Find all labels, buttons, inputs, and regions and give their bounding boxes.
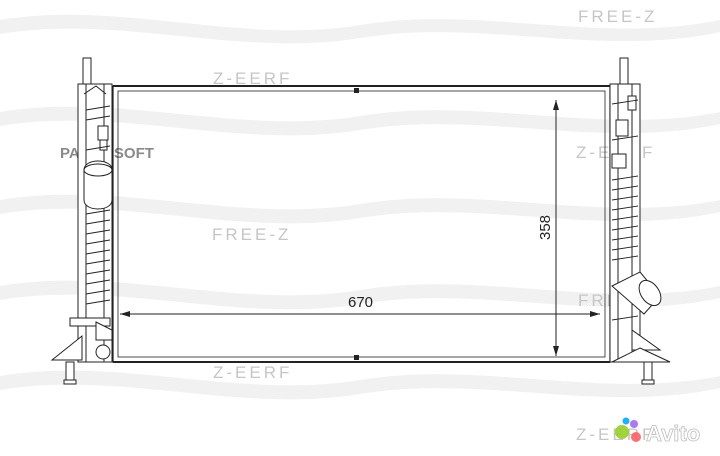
watermark-brand-mirrored-top: Z-EERF	[213, 69, 292, 88]
left-tank	[50, 57, 113, 385]
avito-dot-green	[615, 425, 629, 439]
avito-dot-red	[631, 432, 641, 442]
core-top-marker	[354, 88, 359, 93]
avito-dot-purple	[630, 420, 638, 428]
watermark-brand-center: FREE-Z	[212, 225, 291, 244]
avito-wordmark: Avito	[646, 421, 700, 446]
core-bottom-marker	[354, 355, 359, 360]
width-dimension	[120, 311, 600, 317]
avito-logo	[615, 417, 641, 442]
height-dimension	[553, 100, 559, 356]
avito-dot-blue	[622, 417, 630, 425]
left-tank-ribs	[85, 105, 111, 305]
right-tank-ribs	[611, 99, 639, 321]
watermark-brand-mirrored-bottom: Z-EERF	[213, 363, 292, 382]
wave-background	[0, 14, 720, 400]
radiator-core	[112, 85, 611, 363]
width-dimension-label: 670	[348, 294, 373, 311]
height-dimension-label: 358	[537, 215, 554, 240]
watermark-brand-top-right: FREE-Z	[578, 7, 657, 26]
right-tank	[609, 57, 671, 385]
